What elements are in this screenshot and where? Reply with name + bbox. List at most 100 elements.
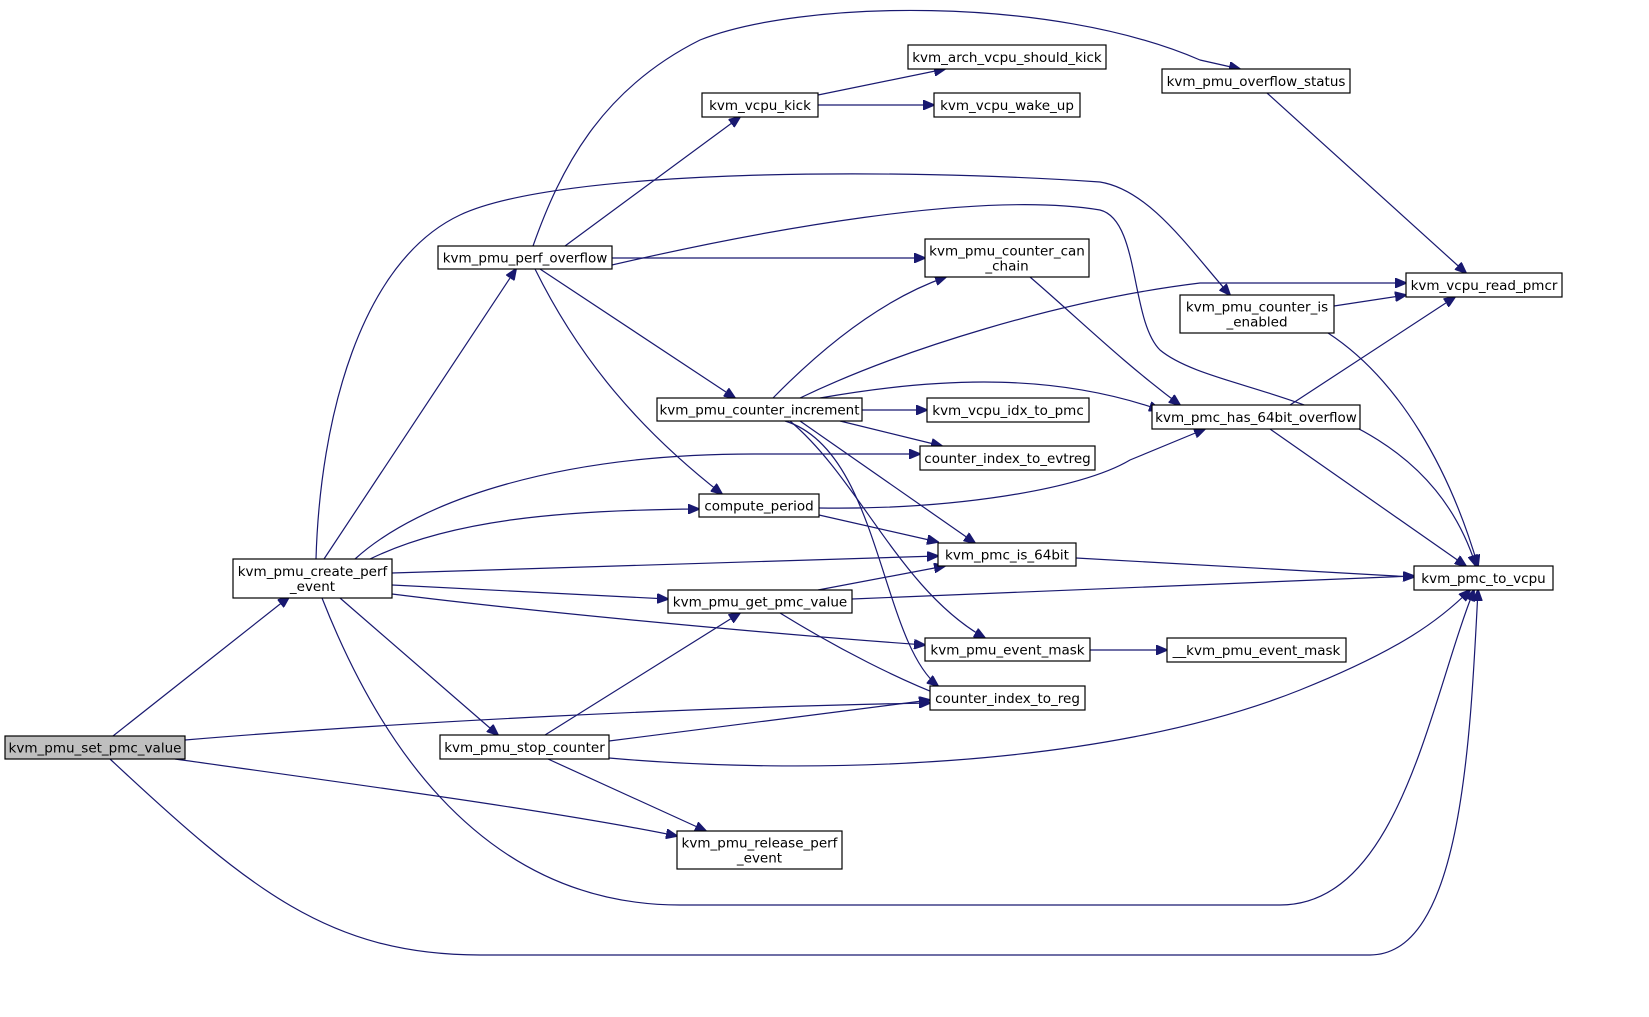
edge-vcpu-kick-to-arch-vcpu-should-kick xyxy=(817,69,945,96)
node-label: kvm_vcpu_kick xyxy=(709,98,811,114)
node-release-perf-event[interactable]: kvm_pmu_release_perf_event xyxy=(676,830,843,870)
node-box xyxy=(701,92,819,118)
edge-create-perf-event-to-pmc-is-64bit xyxy=(391,556,938,574)
node-box xyxy=(937,542,1077,567)
node-overflow-status[interactable]: kvm_pmu_overflow_status xyxy=(1161,68,1351,94)
node-box xyxy=(656,397,863,422)
node-counter-increment[interactable]: kvm_pmu_counter_increment xyxy=(656,397,863,422)
node-label: kvm_vcpu_wake_up xyxy=(940,98,1074,114)
node-box xyxy=(919,445,1096,471)
node-perf-overflow[interactable]: kvm_pmu_perf_overflow xyxy=(437,245,613,270)
edge-counter-increment-to-has-64bit-overflow xyxy=(819,381,1160,410)
node-box xyxy=(4,735,186,760)
node-box xyxy=(439,734,610,760)
node-compute-period[interactable]: compute_period xyxy=(698,493,820,518)
node-label: _chain xyxy=(984,259,1028,275)
node-label: kvm_pmu_event_mask xyxy=(930,643,1084,659)
edges-layer xyxy=(109,9,1478,956)
edge-stop-counter-to-counter-index-to-reg xyxy=(608,700,930,742)
node-counter-is-enabled[interactable]: kvm_pmu_counter_is_enabled xyxy=(1179,294,1335,334)
node-event-mask[interactable]: kvm_pmu_event_mask xyxy=(924,637,1091,662)
node-label: kvm_pmu_counter_increment xyxy=(659,403,859,419)
node-label: kvm_pmu_perf_overflow xyxy=(443,251,608,267)
node-box xyxy=(929,685,1086,711)
edge-stop-counter-to-pmc-to-vcpu xyxy=(608,590,1470,767)
node-box xyxy=(924,637,1091,662)
edge-has-64bit-overflow-to-vcpu-read-pmcr xyxy=(1289,297,1455,406)
nodes-layer: kvm_pmu_set_pmc_value kvm_pmu_create_perf… xyxy=(4,44,1563,870)
edge-perf-overflow-to-vcpu-kick xyxy=(564,117,740,247)
node-arch-vcpu-should-kick[interactable]: kvm_arch_vcpu_should_kick xyxy=(907,44,1107,70)
node-label: _enabled xyxy=(1225,315,1287,331)
node-label: kvm_pmu_counter_is xyxy=(1186,300,1328,316)
node-vcpu-wake-up[interactable]: kvm_vcpu_wake_up xyxy=(933,92,1081,118)
edge-create-perf-event-to-has-64bit-overflow xyxy=(315,173,1230,560)
node-pmc-is-64bit[interactable]: kvm_pmc_is_64bit xyxy=(937,542,1077,567)
edge-perf-overflow-to-overflow-status xyxy=(532,9,1240,247)
edge-counter-increment-to-counter-can-chain xyxy=(772,277,946,399)
node-box xyxy=(698,493,820,518)
edge-create-perf-event-to-event-mask xyxy=(391,593,925,645)
node-vcpu-idx-to-pmc[interactable]: kvm_vcpu_idx_to_pmc xyxy=(926,397,1090,423)
node---event-mask[interactable]: __kvm_pmu_event_mask xyxy=(1166,637,1347,663)
edge-counter-is-enabled-to-vcpu-read-pmcr xyxy=(1333,295,1406,307)
edge-overflow-status-to-vcpu-read-pmcr xyxy=(1266,92,1466,273)
edge-counter-increment-to-counter-index-to-reg xyxy=(784,420,938,686)
node-vcpu-read-pmcr[interactable]: kvm_vcpu_read_pmcr xyxy=(1405,272,1563,298)
edge-compute-period-to-has-64bit-overflow xyxy=(818,429,1205,509)
node-label: _event xyxy=(289,579,335,595)
edge-counter-increment-to-pmc-is-64bit xyxy=(799,420,975,543)
node-label: kvm_pmu_create_perf xyxy=(238,564,389,580)
edge-get-pmc-value-to-counter-index-to-reg xyxy=(779,612,945,697)
node-box xyxy=(232,558,393,599)
node-label: __kvm_pmu_event_mask xyxy=(1172,643,1341,659)
node-label: compute_period xyxy=(704,499,813,515)
node-box xyxy=(933,92,1081,118)
node-has-64bit-overflow[interactable]: kvm_pmc_has_64bit_overflow xyxy=(1151,404,1361,430)
node-box xyxy=(926,397,1090,423)
node-counter-can-chain[interactable]: kvm_pmu_counter_can_chain xyxy=(924,238,1090,278)
edge-has-64bit-overflow-to-pmc-to-vcpu xyxy=(1269,428,1466,566)
edge-perf-overflow-to-compute-period xyxy=(534,268,722,494)
node-label: kvm_pmu_set_pmc_value xyxy=(9,741,182,757)
node-label: kvm_pmu_counter_can xyxy=(929,244,1085,260)
node-box xyxy=(907,44,1107,70)
node-counter-index-to-reg[interactable]: counter_index_to_reg xyxy=(929,685,1086,711)
node-box xyxy=(676,830,843,870)
edge-counter-is-enabled-to-pmc-to-vcpu xyxy=(1327,332,1478,566)
node-label: kvm_arch_vcpu_should_kick xyxy=(912,50,1102,66)
node-box xyxy=(437,245,613,270)
node-box xyxy=(667,589,853,614)
node-box xyxy=(1161,68,1351,94)
node-label: kvm_pmu_get_pmc_value xyxy=(673,595,847,611)
node-counter-index-to-evtreg[interactable]: counter_index_to_evtreg xyxy=(919,445,1096,471)
node-label: kvm_vcpu_read_pmcr xyxy=(1411,278,1558,294)
edge-compute-period-to-pmc-is-64bit xyxy=(818,514,938,542)
edge-create-perf-event-to-compute-period xyxy=(369,509,699,560)
edge-create-perf-event-to-pmc-to-vcpu xyxy=(321,590,1474,906)
node-set-pmc-value[interactable]: kvm_pmu_set_pmc_value xyxy=(4,735,186,760)
node-label: kvm_pmu_stop_counter xyxy=(444,740,605,756)
node-pmc-to-vcpu[interactable]: kvm_pmc_to_vcpu xyxy=(1413,565,1554,591)
edge-create-perf-event-to-counter-index-to-evtreg xyxy=(354,454,920,560)
node-label: kvm_pmu_release_perf xyxy=(682,836,839,852)
node-box xyxy=(1151,404,1361,430)
edge-create-perf-event-to-get-pmc-value xyxy=(391,584,668,599)
node-box xyxy=(1166,637,1347,663)
node-stop-counter[interactable]: kvm_pmu_stop_counter xyxy=(439,734,610,760)
edge-counter-increment-to-counter-index-to-evtreg xyxy=(839,420,942,446)
node-box xyxy=(1179,294,1335,334)
node-get-pmc-value[interactable]: kvm_pmu_get_pmc_value xyxy=(667,589,853,614)
node-label: kvm_pmc_is_64bit xyxy=(945,548,1069,564)
edge-perf-overflow-to-counter-increment xyxy=(539,268,735,398)
edge-counter-can-chain-to-has-64bit-overflow xyxy=(1029,276,1180,405)
edge-create-perf-event-to-perf-overflow xyxy=(323,269,516,560)
edge-create-perf-event-to-stop-counter xyxy=(339,597,498,735)
node-box xyxy=(924,238,1090,278)
node-create-perf-event[interactable]: kvm_pmu_create_perf_event xyxy=(232,558,393,599)
edge-set-pmc-value-to-create-perf-event xyxy=(112,597,289,737)
node-vcpu-kick[interactable]: kvm_vcpu_kick xyxy=(701,92,819,118)
edge-stop-counter-to-release-perf-event xyxy=(547,758,706,831)
edge-set-pmc-value-to-counter-index-to-reg xyxy=(184,703,930,741)
